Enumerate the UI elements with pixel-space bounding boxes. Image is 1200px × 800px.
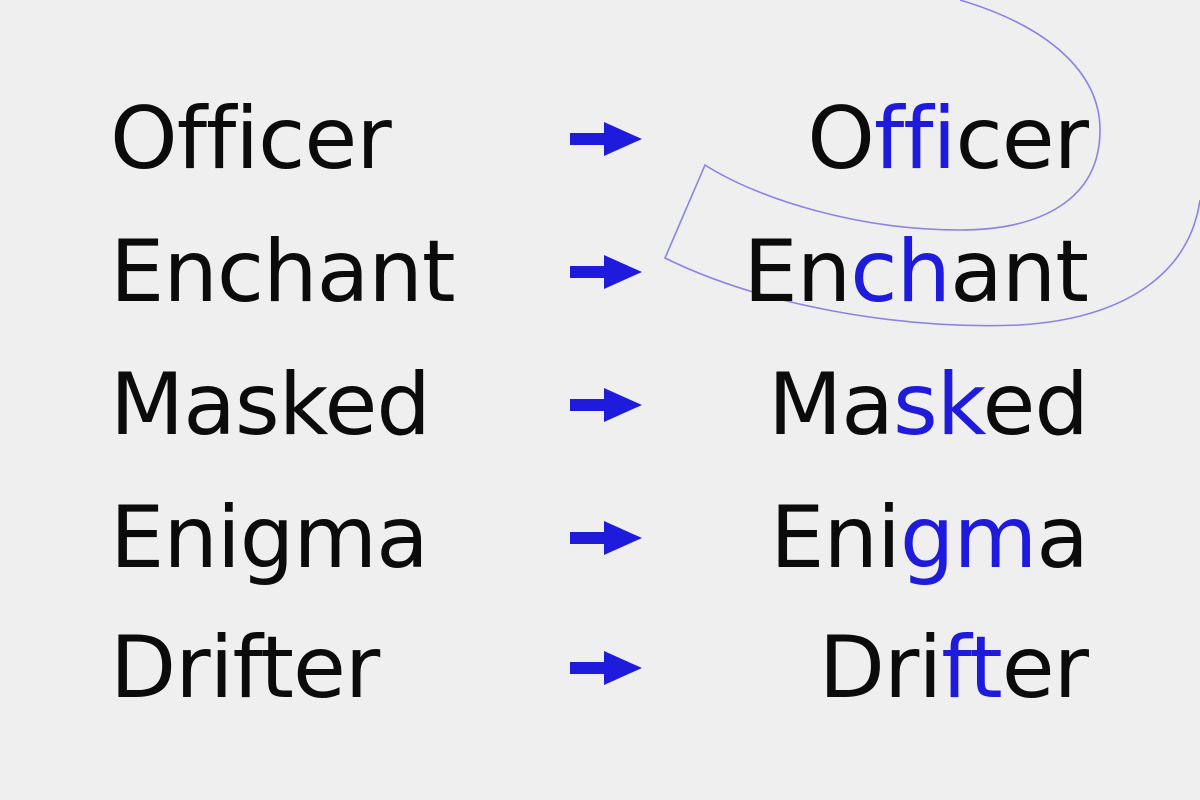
ligature-word: Masked <box>768 350 1089 460</box>
ligature-highlight: ffi <box>873 89 956 189</box>
right-arrow-icon <box>570 255 642 289</box>
plain-word: Enigma <box>110 488 429 588</box>
right-arrow-icon <box>570 521 642 555</box>
ligature-highlight: sk <box>892 355 984 455</box>
ligature-word: Drifter <box>818 613 1089 723</box>
ligature-word-suffix: er <box>1001 618 1089 718</box>
ligature-word-prefix: Dri <box>818 618 942 718</box>
ligature-word-prefix: Eni <box>770 488 901 588</box>
ligature-word-prefix: Ma <box>768 355 894 455</box>
ligature-word-suffix: ant <box>950 222 1089 322</box>
ligature-word: Officer <box>807 84 1089 194</box>
ligature-word-suffix: cer <box>955 89 1089 189</box>
plain-word: Officer <box>110 89 392 189</box>
word-pair-row: Enchant Enchant <box>0 217 1200 327</box>
ligature-word-prefix: En <box>743 222 851 322</box>
plain-word: Drifter <box>110 618 380 718</box>
right-arrow-icon <box>570 388 642 422</box>
ligature-word-suffix: a <box>1036 488 1089 588</box>
word-pair-row: Enigma Enigma <box>0 483 1200 593</box>
word-pair-row: Officer Officer <box>0 84 1200 194</box>
plain-word: Masked <box>110 355 431 455</box>
ligature-word: Enigma <box>770 483 1089 593</box>
ligature-highlight: gm <box>899 488 1037 588</box>
plain-word: Enchant <box>110 222 456 322</box>
right-arrow-icon <box>570 651 642 685</box>
ligature-highlight: ch <box>850 222 951 322</box>
right-arrow-icon <box>570 122 642 156</box>
ligature-word-suffix: ed <box>982 355 1089 455</box>
ligature-word-prefix: O <box>807 89 875 189</box>
word-pair-row: Masked Masked <box>0 350 1200 460</box>
ligature-highlight: ft <box>941 618 1002 718</box>
word-pair-row: Drifter Drifter <box>0 613 1200 723</box>
ligature-word: Enchant <box>743 217 1089 327</box>
